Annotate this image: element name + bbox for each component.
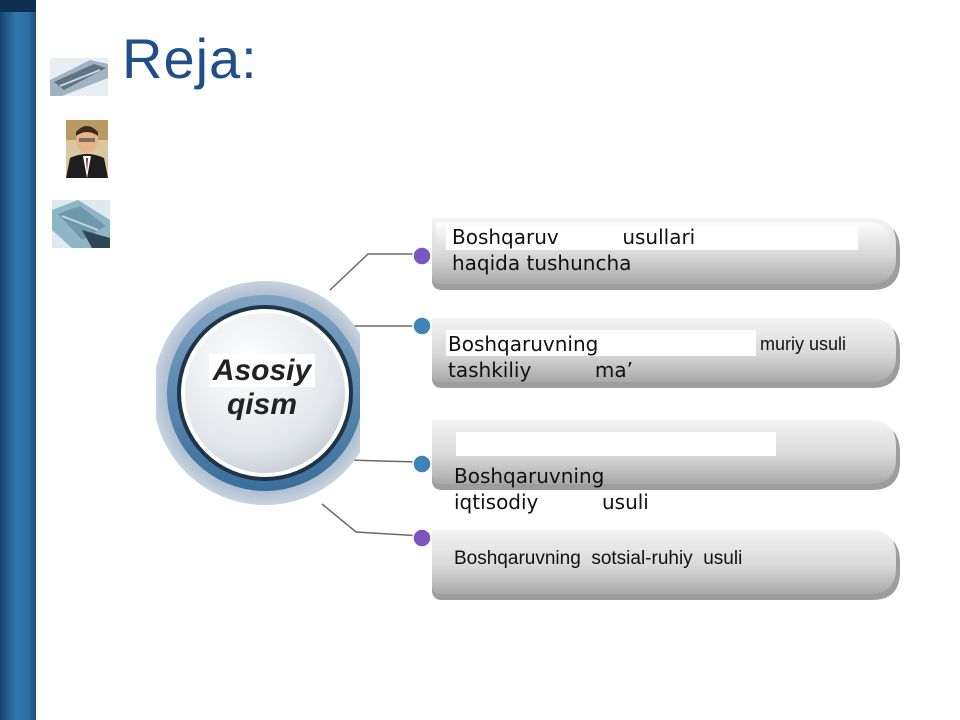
glass-tool-image (50, 58, 108, 96)
hub-circle (150, 268, 377, 522)
hub-label-line1: Asosiy (208, 354, 316, 387)
pill-4 (432, 530, 900, 600)
item-2-fragment: muriy usuli (760, 334, 847, 354)
item-1: Boshqaruv usullari haqida tushuncha (452, 224, 695, 276)
hub-label-line2: qism (226, 388, 298, 421)
bullet-dot-blue (412, 316, 432, 336)
bullet-dot-purple (412, 246, 432, 266)
item-4: Boshqaruvning sotsial-ruhiy usuli (454, 546, 742, 572)
slide-title: Reja: (122, 27, 258, 90)
item-4-line1: Boshqaruvning sotsial-ruhiy usuli (454, 548, 743, 569)
item-2-line2: tashkiliy ma’ (448, 358, 633, 382)
bullet-dot-blue (412, 454, 432, 474)
item-3-line2: iqtisodiy usuli (454, 490, 649, 514)
item-3-line1: Boshqaruvning (454, 464, 605, 488)
businessman-photo (66, 120, 108, 178)
glass-device-image (52, 200, 110, 248)
item-3: Boshqaruvning iqtisodiy usuli (454, 463, 649, 515)
left-accent-bar (0, 0, 36, 720)
hub-label: Asosiy qism (206, 354, 318, 422)
item-1-line1: Boshqaruv usullari (452, 225, 696, 249)
item-2: Boshqaruvning tashkiliy ma’ (448, 331, 633, 383)
item-2-line1: Boshqaruvning (448, 332, 599, 356)
bullet-dot-purple (412, 528, 432, 548)
item-1-line2: haqida tushuncha (452, 251, 632, 275)
